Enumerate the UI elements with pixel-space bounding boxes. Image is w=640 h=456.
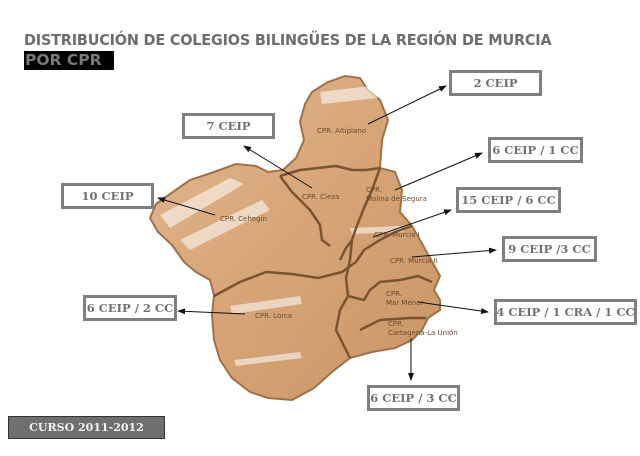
region-label-molina-2: Molina de Segura — [366, 195, 427, 203]
region-outline — [148, 74, 442, 402]
count-box-cehegin: 10 CEIP — [61, 183, 154, 209]
course-label: CURSO 2011-2012 — [8, 416, 165, 439]
page-title: DISTRIBUCIÓN DE COLEGIOS BILINGÜES DE LA… — [24, 31, 552, 49]
region-label-murcia1: CPR. Murcia I — [374, 231, 420, 239]
count-box-cartagena: 6 CEIP / 3 CC — [367, 385, 460, 411]
page-subtitle: POR CPR — [24, 51, 114, 70]
region-label-lorca: CPR. Lorca — [255, 312, 293, 320]
count-box-murcia2: 9 CEIP /3 CC — [502, 236, 597, 262]
region-label-marmenor-1: CPR. — [386, 290, 402, 298]
region-label-cartagena-1: CPR. — [388, 320, 404, 328]
region-label-cieza: CPR. Cieza — [302, 193, 340, 201]
region-label-marmenor-2: Mar Menor — [386, 299, 424, 307]
count-box-marmenor: 4 CEIP / 1 CRA / 1 CC — [494, 299, 637, 325]
count-box-murcia1: 15 CEIP / 6 CC — [456, 187, 561, 213]
region-label-altiplano: CPR. Altiplano — [317, 127, 366, 135]
count-box-molina: 6 CEIP / 1 CC — [488, 137, 583, 163]
region-label-cehegin: CPR. Cehegín — [220, 215, 267, 223]
count-box-lorca: 6 CEIP / 2 CC — [83, 295, 177, 321]
region-label-molina-1: CPR. — [366, 186, 382, 194]
region-label-murcia2: CPR. Murcia II — [390, 257, 438, 265]
region-label-cartagena-2: Cartagena-La Unión — [388, 329, 458, 337]
count-box-altiplano: 2 CEIP — [449, 70, 542, 96]
count-box-cieza: 7 CEIP — [182, 113, 275, 139]
